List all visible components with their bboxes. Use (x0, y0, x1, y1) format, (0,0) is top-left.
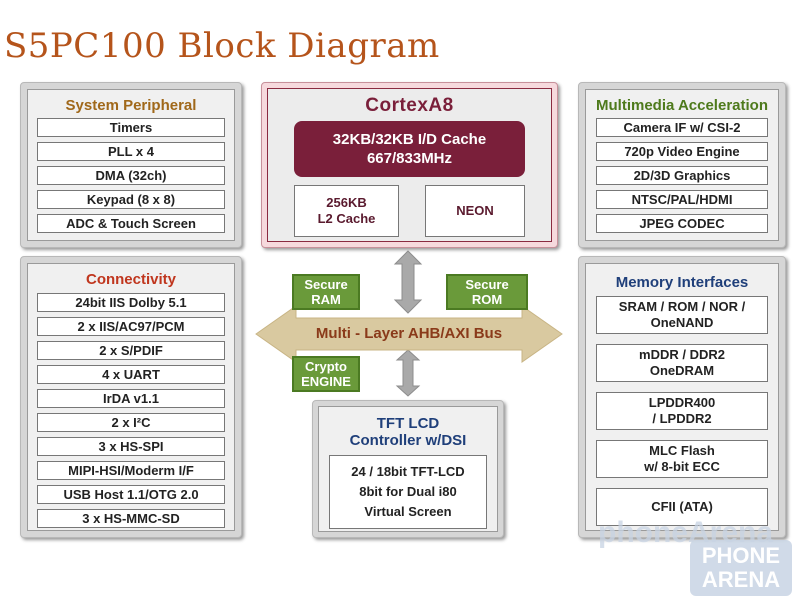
system-peripheral-panel: System Peripheral Timers PLL x 4 DMA (32… (20, 82, 242, 248)
connectivity-inner: Connectivity 24bit IIS Dolby 5.1 2 x IIS… (27, 263, 235, 531)
memory-item-line: / LPDDR2 (652, 411, 712, 426)
l2-cache-block: 256KB L2 Cache (294, 185, 399, 237)
bus-label: Multi - Layer AHB/AXI Bus (315, 325, 503, 342)
list-item: DMA (32ch) (37, 166, 225, 185)
list-item: 720p Video Engine (596, 142, 768, 161)
list-item: MIPI-HSI/Moderm I/F (37, 461, 225, 480)
memory-item-line: mDDR / DDR2 (639, 347, 725, 362)
secure-rom-block: Secure ROM (446, 274, 528, 310)
list-item: 3 x HS-SPI (37, 437, 225, 456)
watermark-logo: PHONE ARENA (690, 540, 792, 596)
memory-item-line: OneNAND (650, 315, 714, 330)
l2-size: 256KB (326, 195, 367, 210)
l2-label: L2 Cache (317, 211, 376, 226)
connectivity-heading: Connectivity (85, 271, 176, 288)
list-item: 2 x S/PDIF (37, 341, 225, 360)
secure-rom-line: ROM (471, 292, 503, 307)
list-item: JPEG CODEC (596, 214, 768, 233)
watermark-logo-line: ARENA (701, 567, 781, 592)
multimedia-inner: Multimedia Acceleration Camera IF w/ CSI… (585, 89, 779, 241)
memory-item-line: LPDDR400 (648, 395, 716, 410)
crypto-line: ENGINE (301, 374, 351, 389)
cortex-inner: CortexA8 32KB/32KB I/D Cache 667/833MHz … (267, 88, 552, 242)
system-peripheral-inner: System Peripheral Timers PLL x 4 DMA (32… (27, 89, 235, 241)
list-item: mDDR / DDR2 OneDRAM (596, 344, 768, 382)
watermark-logo-line: PHONE (701, 543, 781, 568)
lcd-bus-connector-arrow (395, 349, 421, 397)
list-item: PLL x 4 (37, 142, 225, 161)
memory-item-line: SRAM / ROM / NOR / (618, 299, 746, 314)
list-item: 3 x HS-MMC-SD (37, 509, 225, 528)
list-item: 24bit IIS Dolby 5.1 (37, 293, 225, 312)
list-item: ADC & Touch Screen (37, 214, 225, 233)
memory-inner: Memory Interfaces SRAM / ROM / NOR / One… (585, 263, 779, 531)
secure-ram-block: Secure RAM (292, 274, 360, 310)
lcd-inner: TFT LCD Controller w/DSI 24 / 18bit TFT-… (318, 406, 498, 532)
list-item: Camera IF w/ CSI-2 (596, 118, 768, 137)
list-item: NTSC/PAL/HDMI (596, 190, 768, 209)
list-item: LPDDR400 / LPDDR2 (596, 392, 768, 430)
list-item: Timers (37, 118, 225, 137)
multimedia-heading: Multimedia Acceleration (596, 97, 768, 114)
memory-item-line: MLC Flash (649, 443, 715, 458)
lcd-detail-block: 24 / 18bit TFT-LCD 8bit for Dual i80 Vir… (329, 455, 487, 529)
lcd-heading-line2: Controller w/DSI (349, 432, 467, 449)
cache-block: 32KB/32KB I/D Cache 667/833MHz (294, 121, 525, 177)
list-item: SRAM / ROM / NOR / OneNAND (596, 296, 768, 334)
cortex-heading: CortexA8 (365, 95, 454, 116)
secure-rom-line: Secure (465, 277, 509, 292)
memory-item-line: w/ 8-bit ECC (644, 459, 720, 474)
list-item: IrDA v1.1 (37, 389, 225, 408)
cortex-panel: CortexA8 32KB/32KB I/D Cache 667/833MHz … (261, 82, 558, 248)
lcd-detail-line: 24 / 18bit TFT-LCD (351, 464, 465, 479)
lcd-detail-line: Virtual Screen (364, 504, 452, 519)
lcd-panel: TFT LCD Controller w/DSI 24 / 18bit TFT-… (312, 400, 504, 538)
lcd-heading-line1: TFT LCD (376, 415, 440, 432)
list-item: 4 x UART (37, 365, 225, 384)
secure-ram-line: RAM (311, 292, 341, 307)
cortex-bus-connector-arrow (393, 250, 423, 314)
crypto-line: Crypto (305, 359, 347, 374)
secure-ram-line: Secure (304, 277, 348, 292)
list-item: MLC Flash w/ 8-bit ECC (596, 440, 768, 478)
cache-frequency: 667/833MHz (366, 150, 453, 167)
connectivity-panel: Connectivity 24bit IIS Dolby 5.1 2 x IIS… (20, 256, 242, 538)
neon-block: NEON (425, 185, 525, 237)
list-item: USB Host 1.1/OTG 2.0 (37, 485, 225, 504)
system-peripheral-heading: System Peripheral (65, 97, 197, 114)
cache-label: 32KB/32KB I/D Cache (332, 131, 487, 148)
memory-item-line: OneDRAM (649, 363, 715, 378)
list-item: Keypad (8 x 8) (37, 190, 225, 209)
multimedia-panel: Multimedia Acceleration Camera IF w/ CSI… (578, 82, 786, 248)
memory-item-line: CFII (ATA) (651, 499, 713, 514)
list-item: 2D/3D Graphics (596, 166, 768, 185)
lcd-detail-line: 8bit for Dual i80 (359, 484, 457, 499)
list-item: CFII (ATA) (596, 488, 768, 526)
memory-panel: Memory Interfaces SRAM / ROM / NOR / One… (578, 256, 786, 538)
crypto-engine-block: Crypto ENGINE (292, 356, 360, 392)
list-item: 2 x I²C (37, 413, 225, 432)
list-item: 2 x IIS/AC97/PCM (37, 317, 225, 336)
page-title: S5PC100 Block Diagram (4, 26, 440, 66)
memory-heading: Memory Interfaces (615, 274, 749, 291)
